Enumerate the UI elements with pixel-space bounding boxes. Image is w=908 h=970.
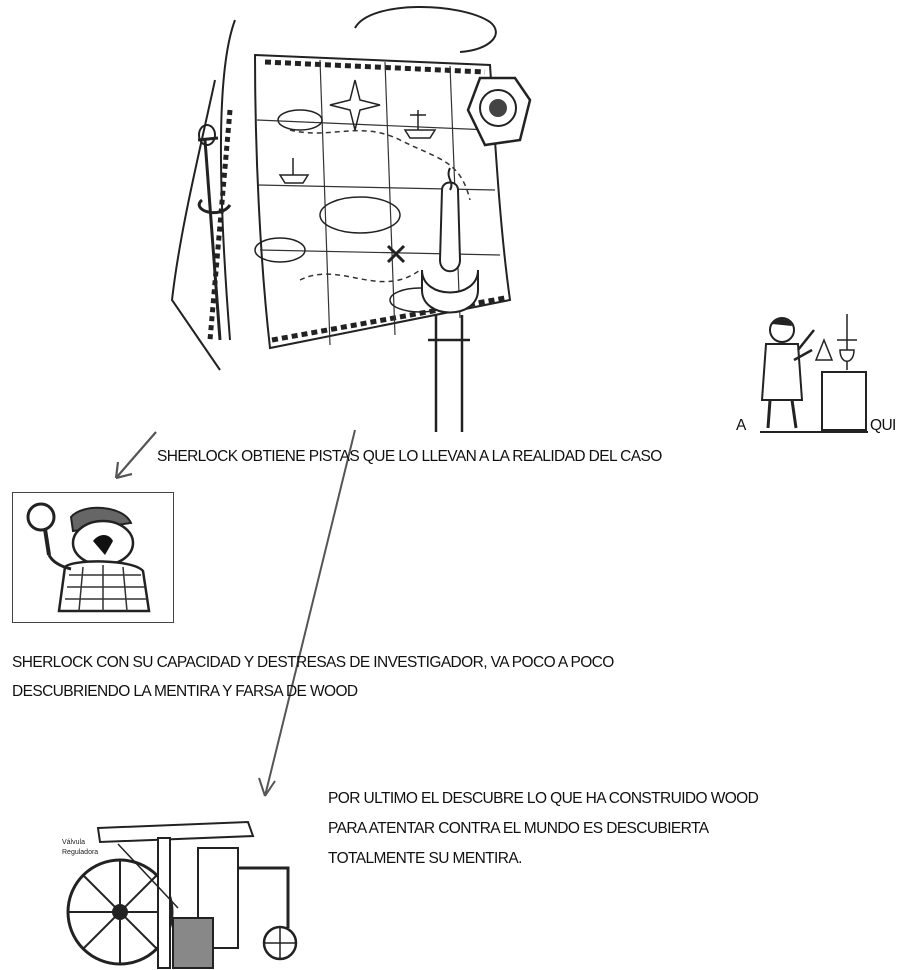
valve-label: Válvula [62,839,85,846]
final-text-line2: PARA ATENTAR CONTRA EL MUNDO ES DESCUBIE… [328,820,709,837]
final-text-line3: TOTALMENTE SU MENTIRA. [328,850,522,867]
long-arrow-down-icon [255,428,365,803]
label-qui: QUI [870,417,896,434]
arrow-down-left-icon [108,428,168,484]
regulator-label: Reguladora [62,849,98,856]
clues-text: SHERLOCK OBTIENE PISTAS QUE LO LLEVAN A … [157,448,662,465]
sherlock-detective-clipart [12,492,174,623]
final-text-line1: POR ULTIMO EL DESCUBRE LO QUE HA CONSTRU… [328,790,759,807]
treasure-map-illustration [160,0,550,435]
capacity-text-line2: DESCUBRIENDO LA MENTIRA Y FARSA DE WOOD [12,683,358,700]
steam-engine-illustration: Válvula Reguladora [58,808,318,970]
underline-line [760,431,868,433]
label-a: A [736,417,746,434]
capacity-text-line1: SHERLOCK CON SU CAPACIDAD Y DESTRESAS DE… [12,654,614,671]
scientist-clipart [752,310,872,434]
